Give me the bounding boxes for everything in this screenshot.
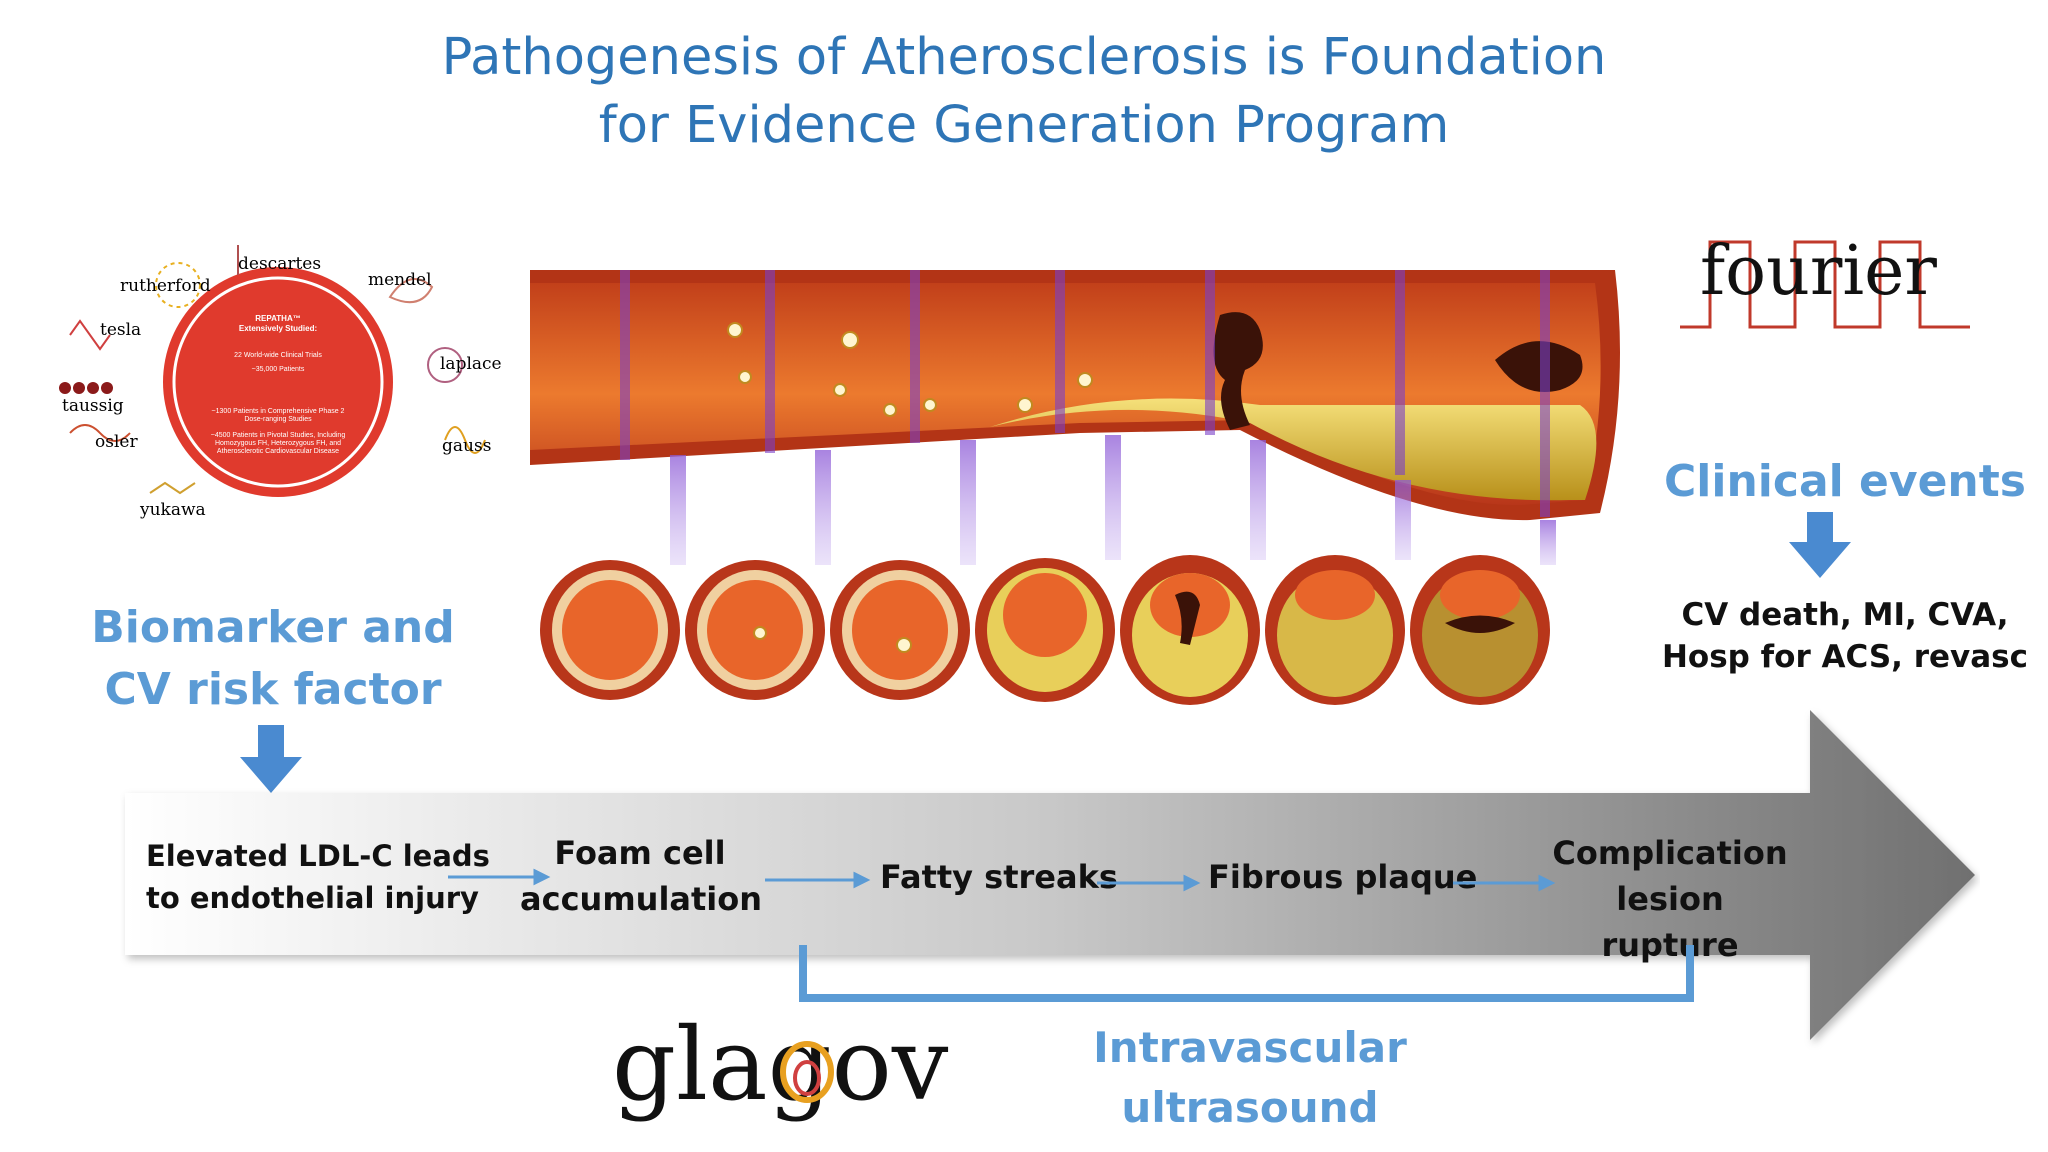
title-line-2: for Evidence Generation Program (598, 96, 1450, 155)
trial-name: gauss (442, 436, 491, 456)
yukawa-symbol-icon (149, 481, 196, 495)
stage-line: to endothelial injury (146, 881, 479, 915)
repatha-line: Homozygous FH, Heterozygous FH, and (215, 440, 341, 447)
fourier-logo: fourier (1700, 232, 1937, 311)
page-title: Pathogenesis of Atherosclerosis is Found… (0, 24, 2048, 160)
stage-line: Fatty streaks (880, 858, 1118, 896)
repatha-subheading: Extensively Studied: (239, 324, 317, 333)
biomarker-heading: Biomarker and CV risk factor (88, 597, 458, 721)
stage-line: lesion rupture (1601, 880, 1739, 964)
down-arrow-icon (240, 725, 302, 793)
trial-name: osler (95, 432, 138, 452)
progression-arrow (125, 710, 1975, 1040)
stage-line: Complication (1552, 834, 1788, 872)
biomarker-line-2: CV risk factor (104, 664, 442, 715)
laplace-symbol-icon (427, 347, 463, 383)
trial-name: descartes (238, 254, 321, 274)
stage-line: Elevated LDL-C leads (146, 839, 490, 873)
stage-line: accumulation (520, 880, 763, 918)
cross-section-1 (540, 560, 680, 700)
repatha-circle (163, 267, 393, 497)
glagov-logo-swirl-icon (780, 1041, 834, 1103)
repatha-line: Dose-ranging Studies (244, 416, 312, 423)
trial-name: yukawa (139, 500, 206, 520)
stage-endothelial-injury: Elevated LDL-C leads to endothelial inju… (146, 835, 490, 919)
thrombus-rupture (1213, 312, 1263, 430)
clinical-events-heading: Clinical events (1664, 456, 2026, 507)
repatha-heading: REPATHA™ (255, 314, 300, 323)
events-line-2: Hosp for ACS, revasc (1661, 639, 2029, 675)
segment-dividers (620, 270, 1550, 517)
stage-line: Foam cell (554, 834, 726, 872)
cross-section-connectors (670, 435, 1556, 565)
stage-fibrous-plaque: Fibrous plaque (1208, 854, 1477, 900)
repatha-line: ~4500 Patients in Pivotal Studies, Inclu… (211, 432, 346, 439)
down-arrow-icon (1789, 512, 1851, 578)
trial-name: tesla (100, 320, 141, 340)
gauss-symbol-icon (444, 426, 486, 454)
stage-foam-cell: Foam cell accumulation (520, 830, 763, 922)
repatha-line: 22 World-wide Clinical Trials (234, 352, 322, 359)
repatha-line: ~35,000 Patients (252, 366, 305, 373)
stage-lesion-rupture: Complication lesion rupture (1545, 830, 1795, 968)
foam-cells (727, 322, 1093, 417)
cross-section-3 (830, 560, 970, 700)
plaque-layer (990, 398, 1597, 501)
clinical-events-list: CV death, MI, CVA, Hosp for ACS, revasc (1650, 594, 2040, 678)
cross-section-5 (1120, 555, 1260, 705)
trial-name: mendel (368, 270, 432, 290)
cross-section-6 (1265, 555, 1405, 705)
glagov-logo: glagov (612, 1006, 949, 1123)
tesla-symbol-icon (69, 319, 111, 351)
events-line-1: CV death, MI, CVA, (1681, 597, 2009, 633)
trial-name: rutherford (120, 276, 211, 296)
repatha-line: ~1300 Patients in Comprehensive Phase 2 (212, 408, 345, 415)
osler-symbol-icon (69, 424, 131, 442)
cross-section-4 (975, 558, 1115, 702)
fourier-logo-waves (1680, 240, 1970, 329)
stage-line: Fibrous plaque (1208, 858, 1478, 896)
trial-name: taussig (62, 396, 124, 416)
title-line-1: Pathogenesis of Atherosclerosis is Found… (441, 28, 1607, 87)
mendel-symbol-icon (388, 278, 434, 304)
artery-illustration (530, 270, 1620, 705)
repatha-circle-ring (172, 276, 384, 488)
thrombus-occlusion (1495, 341, 1583, 392)
repatha-trial-cluster: rutherford descartes mendel tesla laplac… (59, 245, 502, 520)
progression-arrow-body (125, 710, 1975, 1040)
repatha-line: Atherosclerotic Cardiovascular Disease (217, 448, 339, 455)
cross-section-7 (1410, 555, 1550, 705)
cross-section-2 (685, 560, 825, 700)
rutherford-symbol-icon (155, 262, 201, 308)
stage-fatty-streaks: Fatty streaks (880, 854, 1118, 900)
biomarker-line-1: Biomarker and (91, 602, 455, 653)
taussig-symbol-icon (59, 382, 113, 394)
trial-name: laplace (440, 354, 502, 374)
ivus-label: Intravascular ultrasound (1093, 1023, 1407, 1132)
